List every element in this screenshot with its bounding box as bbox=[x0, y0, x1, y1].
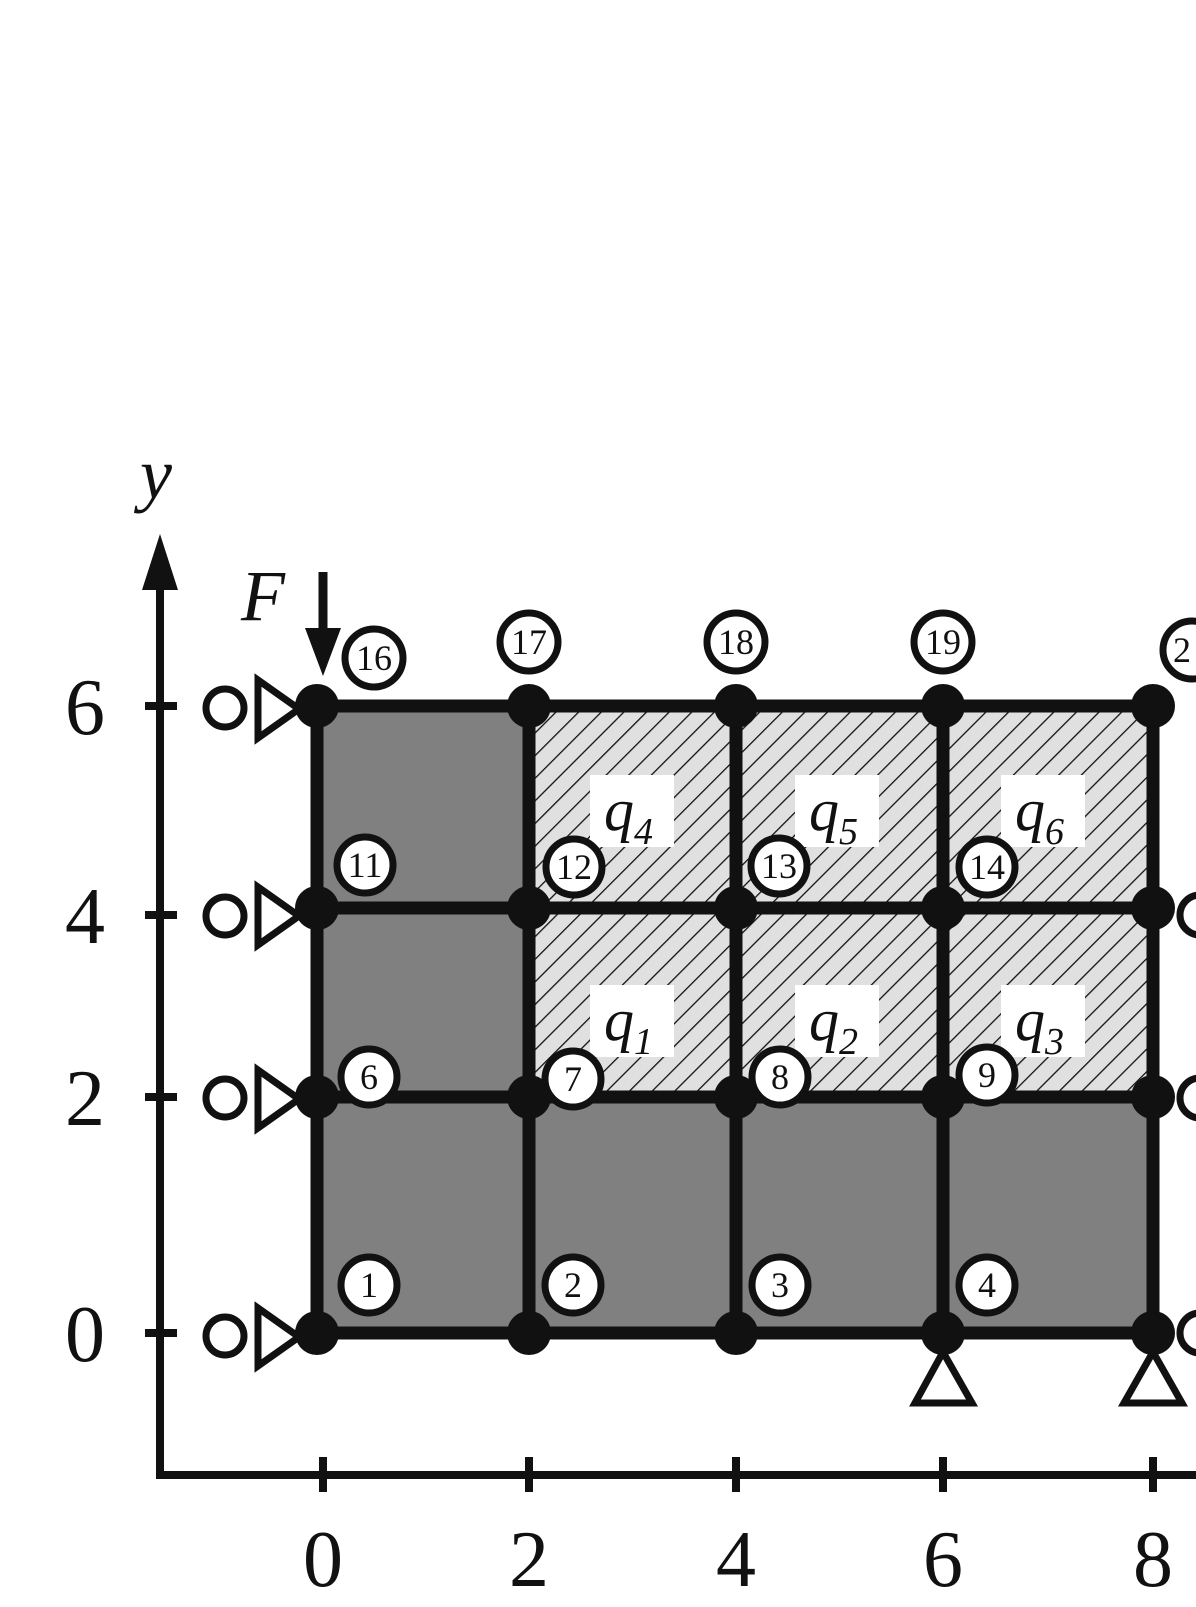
node-label-6: 6 bbox=[337, 1045, 401, 1109]
node-dot bbox=[507, 1075, 551, 1119]
pin-support-icon bbox=[909, 1344, 979, 1407]
roller-support-icon bbox=[1176, 1074, 1196, 1122]
svg-text:3: 3 bbox=[771, 1265, 789, 1305]
y-tick-label: 0 bbox=[65, 1291, 105, 1379]
arrow-down-icon bbox=[305, 628, 341, 676]
region-labels: q4 q5 q6 q1 q2 q3 bbox=[590, 775, 1085, 1063]
svg-text:11: 11 bbox=[348, 845, 383, 885]
svg-text:17: 17 bbox=[511, 622, 547, 662]
node-label-13: 13 bbox=[747, 834, 811, 898]
node-dot bbox=[714, 1075, 758, 1119]
svg-text:19: 19 bbox=[925, 622, 961, 662]
node-dot bbox=[1131, 886, 1175, 930]
node-dot bbox=[295, 886, 339, 930]
node-label-9: 9 bbox=[955, 1043, 1019, 1107]
bottom-pin-supports bbox=[909, 1344, 1189, 1407]
x-tick-label: 2 bbox=[509, 1516, 549, 1604]
svg-text:4: 4 bbox=[978, 1265, 996, 1305]
x-tick-label: 0 bbox=[303, 1516, 343, 1604]
node-dot bbox=[714, 684, 758, 728]
svg-text:18: 18 bbox=[718, 622, 754, 662]
svg-text:6: 6 bbox=[360, 1057, 378, 1097]
y-ticks bbox=[145, 702, 177, 1337]
x-tick-label: 8 bbox=[1133, 1516, 1173, 1604]
node-label-7: 7 bbox=[541, 1047, 605, 1111]
roller-support-icon bbox=[202, 880, 306, 952]
node-dot bbox=[1131, 1311, 1175, 1355]
roller-support-icon bbox=[1176, 1309, 1196, 1357]
force-label: F bbox=[240, 556, 286, 636]
y-axis-title: y bbox=[133, 434, 172, 514]
node-dot bbox=[295, 1075, 339, 1119]
node-label-11: 11 bbox=[333, 833, 397, 897]
x-tick-label: 4 bbox=[716, 1516, 756, 1604]
node-dot bbox=[714, 1311, 758, 1355]
svg-text:13: 13 bbox=[761, 846, 797, 886]
node-labels: 1 2 3 4 6 7 8 9 11 12 13 14 16 17 18 19 … bbox=[333, 609, 1196, 1317]
node-label-19: 19 bbox=[910, 609, 976, 675]
svg-text:12: 12 bbox=[556, 847, 592, 887]
node-dot bbox=[507, 886, 551, 930]
nodes bbox=[295, 684, 1175, 1355]
pin-support-icon bbox=[1117, 1344, 1189, 1407]
node-label-3: 3 bbox=[748, 1253, 812, 1317]
y-tick-label: 6 bbox=[65, 664, 105, 752]
node-label-1: 1 bbox=[337, 1253, 401, 1317]
node-label-14: 14 bbox=[955, 835, 1019, 899]
svg-text:1: 1 bbox=[360, 1265, 378, 1305]
svg-text:14: 14 bbox=[969, 847, 1005, 887]
y-tick-label: 4 bbox=[65, 873, 105, 961]
roller-support-icon bbox=[1176, 891, 1196, 939]
x-ticks bbox=[319, 1457, 1157, 1492]
right-roller-supports bbox=[1176, 891, 1196, 1357]
region-label-q4: q4 bbox=[590, 775, 674, 853]
roller-support-icon bbox=[202, 673, 306, 745]
region-label-q5: q5 bbox=[795, 775, 879, 853]
axes: y 6 4 2 0 0 2 4 6 8 bbox=[65, 434, 1196, 1604]
node-label-4: 4 bbox=[955, 1253, 1019, 1317]
node-dot bbox=[921, 886, 965, 930]
svg-text:q5: q5 bbox=[809, 777, 858, 853]
svg-text:q6: q6 bbox=[1015, 777, 1064, 853]
node-dot bbox=[921, 1311, 965, 1355]
node-label-18: 18 bbox=[703, 609, 769, 675]
svg-text:2: 2 bbox=[564, 1265, 582, 1305]
node-label-20-partial: 2 bbox=[1159, 617, 1196, 683]
node-dot bbox=[295, 1311, 339, 1355]
node-dot bbox=[295, 684, 339, 728]
y-axis-arrow-icon bbox=[142, 534, 178, 590]
svg-text:q4: q4 bbox=[604, 777, 653, 853]
svg-text:7: 7 bbox=[564, 1059, 582, 1099]
node-dot bbox=[1131, 1075, 1175, 1119]
node-label-17: 17 bbox=[496, 609, 562, 675]
svg-text:q2: q2 bbox=[809, 987, 858, 1063]
region-label-q6: q6 bbox=[1001, 775, 1085, 853]
region-label-q2: q2 bbox=[795, 985, 879, 1063]
x-tick-label: 6 bbox=[923, 1516, 963, 1604]
roller-support-icon bbox=[202, 1063, 306, 1135]
region-label-q1: q1 bbox=[590, 985, 674, 1063]
node-dot bbox=[714, 886, 758, 930]
node-dot bbox=[921, 1075, 965, 1119]
node-dot bbox=[507, 684, 551, 728]
left-roller-supports bbox=[202, 673, 306, 1373]
node-dot bbox=[507, 1311, 551, 1355]
node-dot bbox=[1131, 684, 1175, 728]
svg-text:8: 8 bbox=[771, 1057, 789, 1097]
node-dot bbox=[921, 684, 965, 728]
y-tick-label: 2 bbox=[65, 1055, 105, 1143]
force-arrow: F bbox=[240, 556, 341, 676]
roller-support-icon bbox=[202, 1301, 306, 1373]
node-label-16: 16 bbox=[341, 625, 407, 691]
node-label-8: 8 bbox=[748, 1045, 812, 1109]
node-label-12: 12 bbox=[542, 835, 606, 899]
svg-text:q1: q1 bbox=[604, 987, 653, 1063]
svg-text:9: 9 bbox=[978, 1055, 996, 1095]
node-label-2: 2 bbox=[541, 1253, 605, 1317]
region-label-q3: q3 bbox=[1001, 985, 1085, 1063]
svg-text:2: 2 bbox=[1173, 630, 1191, 670]
svg-text:q3: q3 bbox=[1015, 987, 1064, 1063]
svg-text:16: 16 bbox=[356, 638, 392, 678]
